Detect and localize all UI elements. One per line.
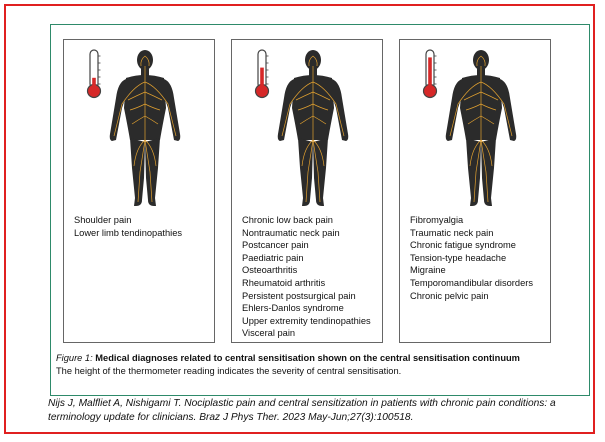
diagnosis-item: Chronic fatigue syndrome xyxy=(410,239,533,252)
diagnosis-item: Osteoarthritis xyxy=(242,264,371,277)
diagnosis-item: Migraine xyxy=(410,264,533,277)
figure-subtitle: The height of the thermometer reading in… xyxy=(56,366,401,376)
citation: Nijs J, Malfliet A, Nishigami T. Nocipla… xyxy=(48,397,588,425)
human-nervous-system-figure xyxy=(436,48,526,210)
human-nervous-system-figure xyxy=(268,48,358,210)
diagnosis-item: Chronic low back pain xyxy=(242,214,371,227)
diagnosis-item: Shoulder pain xyxy=(74,214,182,227)
diagnosis-item: Traumatic neck pain xyxy=(410,227,533,240)
diagnosis-item: Temporomandibular disorders xyxy=(410,277,533,290)
human-nervous-system-figure xyxy=(100,48,190,210)
diagnosis-item: Upper extremity tendinopathies xyxy=(242,315,371,328)
diagnosis-item: Fibromyalgia xyxy=(410,214,533,227)
diagnosis-item: Lower limb tendinopathies xyxy=(74,227,182,240)
diagnosis-item: Persistent postsurgical pain xyxy=(242,290,371,303)
figure-label: Figure 1: xyxy=(56,353,93,363)
figure-title: Medical diagnoses related to central sen… xyxy=(95,353,520,363)
diagnosis-item: Postcancer pain xyxy=(242,239,371,252)
diagnosis-item: Nontraumatic neck pain xyxy=(242,227,371,240)
diagnosis-item: Visceral pain xyxy=(242,327,371,340)
diagnosis-item: Paediatric pain xyxy=(242,252,371,265)
diagnosis-item: Ehlers-Danlos syndrome xyxy=(242,302,371,315)
figure-caption: Figure 1: Medical diagnoses related to c… xyxy=(56,352,586,378)
diagnosis-item: Chronic pelvic pain xyxy=(410,290,533,303)
diagnosis-item: Rheumatoid arthritis xyxy=(242,277,371,290)
diagnosis-item: Tension-type headache xyxy=(410,252,533,265)
